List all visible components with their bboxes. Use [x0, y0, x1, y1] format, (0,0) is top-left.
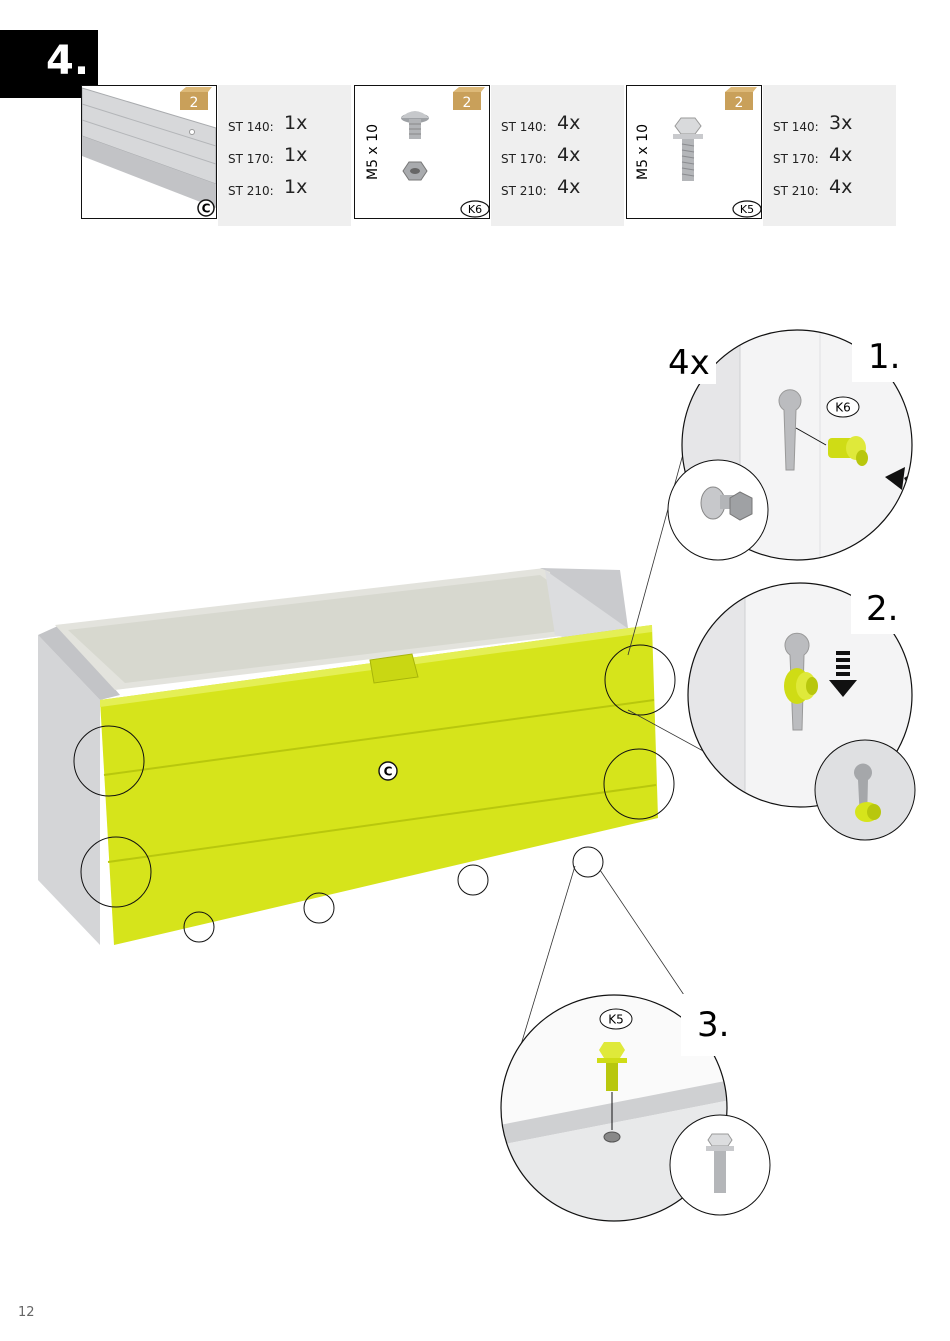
part-card-k5: M5 x 10 2 K5 ST 140:3x ST 170:4x ST 210:… — [626, 85, 896, 226]
box-icon: 2 — [180, 87, 212, 111]
quantity-table-c: ST 140:1x ST 170:1x ST 210:1x — [218, 85, 351, 226]
storage-box: C — [38, 568, 658, 945]
part-card-panel-c: 2 C ST 140:1x ST 170:1x ST 210:1x — [81, 85, 351, 226]
part-code-k6-callout: K6 — [835, 401, 851, 415]
part-image-k5: M5 x 10 2 K5 — [626, 85, 762, 219]
k6-bolt-icon — [828, 436, 868, 466]
carriage-bolt-icon — [401, 111, 429, 181]
detail-markers — [73, 644, 676, 943]
part-code-k6: K6 — [460, 200, 489, 218]
k5-screw-icon — [597, 1042, 627, 1091]
box-count: 2 — [735, 95, 744, 111]
part-code-k5: K5 — [732, 200, 761, 218]
svg-text:K6: K6 — [468, 203, 482, 216]
box-count: 2 — [190, 95, 199, 111]
step-number: 4. — [46, 38, 90, 84]
qty-row: ST 140:3x — [773, 112, 853, 134]
down-arrow-icon — [829, 651, 857, 697]
qty-row: ST 170:4x — [773, 144, 853, 166]
panel-code: C — [384, 765, 393, 779]
substep-1-number: 1. — [868, 337, 900, 377]
qty-row: ST 210:4x — [501, 176, 581, 198]
part-image-panel-c: 2 C — [81, 85, 217, 219]
quantity-table-k5: ST 140:3x ST 170:4x ST 210:4x — [763, 85, 896, 226]
substep-3-number: 3. — [697, 1005, 729, 1045]
qty-row: ST 140:4x — [501, 112, 581, 134]
hex-screw-icon — [673, 117, 703, 181]
box-icon: 2 — [725, 87, 757, 111]
part-code-c: C — [197, 199, 215, 217]
size-label: M5 x 10 — [635, 124, 651, 180]
k6-bolt-inserted-icon — [784, 668, 818, 704]
step-number-badge: 4. — [0, 30, 98, 98]
qty-row: ST 170:4x — [501, 144, 581, 166]
qty-row: ST 170:1x — [228, 144, 308, 166]
part-image-k6: M5 x 10 2 K6 — [354, 85, 490, 219]
part-code-k5-callout: K5 — [608, 1013, 624, 1027]
qty-row: ST 140:1x — [228, 112, 308, 134]
box-count: 2 — [463, 95, 472, 111]
part-card-k6: M5 x 10 2 K6 ST 140:4x ST 170:4x ST 21 — [354, 85, 624, 226]
qty-row: ST 210:1x — [228, 176, 308, 198]
page-number: 12 — [18, 1305, 35, 1320]
multiplier-label: 4x — [668, 343, 710, 383]
box-icon: 2 — [453, 87, 485, 111]
svg-text:K5: K5 — [740, 203, 754, 216]
size-label: M5 x 10 — [365, 124, 381, 180]
svg-text:C: C — [202, 202, 211, 216]
front-panel-c: C — [100, 625, 658, 945]
qty-row: ST 210:4x — [773, 176, 853, 198]
substep-2-number: 2. — [866, 589, 898, 629]
quantity-table-k6: ST 140:4x ST 170:4x ST 210:4x — [491, 85, 624, 226]
